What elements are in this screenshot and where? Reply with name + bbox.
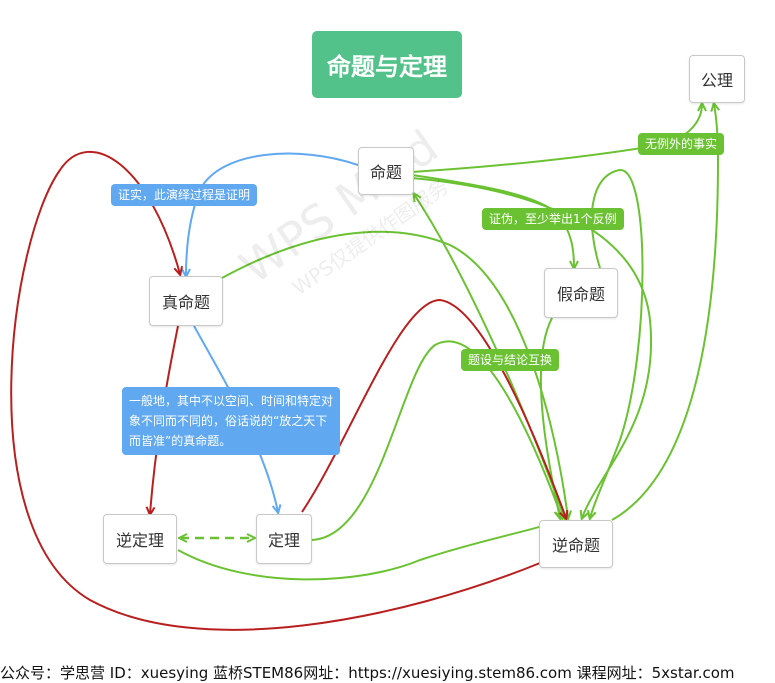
node-axiom[interactable]: 公理	[689, 55, 745, 103]
node-inverse-theorem[interactable]: 逆定理	[103, 514, 177, 564]
edge-inverse-to-true-loop	[10, 150, 541, 631]
edge-proposition-to-axiom	[411, 104, 702, 173]
edge-theorem-to-inverse	[309, 340, 562, 541]
node-inverse-proposition[interactable]: 逆命题	[539, 520, 613, 568]
label-swap: 题设与结论互换	[461, 349, 560, 371]
edge-inverse-to-axiom	[611, 104, 718, 521]
node-false-proposition[interactable]: 假命题	[544, 268, 618, 318]
node-true-proposition[interactable]: 真命题	[149, 276, 223, 326]
footer-text: 公众号：学思营 ID：xuesying 蓝桥STEM86网址：https://x…	[0, 664, 735, 682]
label-generally-true: 一般地，其中不以空间、时间和特定对象不同而不同的，俗话说的“放之天下而皆准”的真…	[122, 387, 340, 455]
diagram-title: 命题与定理	[312, 31, 462, 98]
edge-true-to-inverse	[221, 230, 568, 518]
edge-inverse-theorem-to-inverse	[177, 522, 555, 581]
node-theorem[interactable]: 定理	[256, 514, 312, 564]
edge-false-down-to-inverse	[539, 317, 560, 518]
label-proof: 证实，此演绎过程是证明	[111, 184, 258, 206]
edge-proposition-to-true	[186, 152, 359, 276]
edge-false-to-inverse	[590, 168, 644, 518]
edge-theorem-red-to-inverse	[301, 298, 566, 518]
node-proposition[interactable]: 命题	[358, 147, 414, 195]
label-counterexample: 证伪，至少举出1个反例	[482, 208, 624, 230]
label-no-exception: 无例外的事实	[638, 133, 725, 155]
